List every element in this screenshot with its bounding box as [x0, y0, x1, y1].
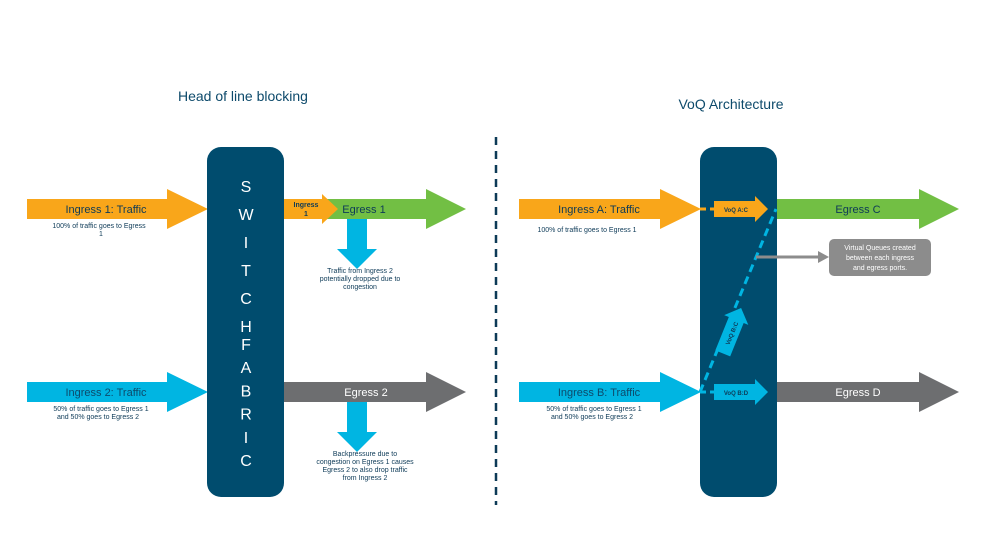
drop-note-line2: potentially dropped due to: [320, 276, 401, 283]
voq-bc-arrow: [715, 307, 749, 357]
ingress-1-note-line1: 100% of traffic goes to Egress: [52, 223, 146, 230]
ingress-b-note-line2: and 50% goes to Egress 2: [551, 414, 633, 421]
ingress-1-queue-arrow: [284, 194, 338, 224]
egress-2-arrow: [284, 372, 466, 412]
ingress-2-label: Ingress 2: Traffic: [65, 387, 147, 399]
drop-note-line1: Traffic from Ingress 2: [327, 268, 393, 275]
fabric-letter-b: B: [241, 383, 252, 400]
left-title: Head of line blocking: [178, 88, 308, 104]
switch-letter-i: I: [244, 235, 248, 252]
callout-box: [829, 239, 931, 276]
ingress-b-arrow: [519, 372, 701, 412]
voq-bd-label: VoQ B:D: [724, 391, 749, 397]
ingress-a-label: Ingress A: Traffic: [558, 204, 640, 216]
right-title: VoQ Architecture: [678, 96, 783, 112]
egress-1-arrow: [284, 189, 466, 229]
egress-1-label: Egress 1: [342, 204, 385, 216]
switch-letter-w: W: [238, 207, 254, 224]
ingress-1-arrow: [27, 189, 208, 229]
callout-pointer-head: [818, 251, 829, 263]
egress-c-arrow: [777, 189, 959, 229]
ingress-2-note-line1: 50% of traffic goes to Egress 1: [53, 406, 148, 413]
voq-ac-label: VoQ A:C: [724, 208, 749, 214]
switch-letter-s: S: [241, 179, 252, 196]
switch-letter-h: H: [240, 319, 252, 336]
backpressure-note-line3: Egress 2 to also drop traffic: [322, 467, 408, 474]
voq-bc-arrow-group: VoQ B:C: [715, 307, 749, 357]
switch-fabric-box: [207, 147, 284, 497]
callout-line3: and egress ports.: [853, 265, 907, 272]
ingress-1-label: Ingress 1: Traffic: [65, 204, 147, 216]
backpressure-note-line2: congestion on Egress 1 causes: [316, 459, 414, 466]
drop-note-line3: congestion: [343, 284, 377, 291]
callout-line1: Virtual Queues created: [844, 245, 916, 252]
callout-line2: between each ingress: [846, 255, 915, 262]
fabric-letter-c: C: [240, 453, 252, 470]
fabric-letter-i: I: [244, 430, 248, 447]
backpressure-note-line4: from Ingress 2: [343, 475, 388, 482]
fabric-letter-f: F: [241, 337, 251, 354]
ingress-a-note: 100% of traffic goes to Egress 1: [537, 227, 636, 234]
fabric-letter-r: R: [240, 407, 252, 424]
egress-d-arrow: [777, 372, 959, 412]
fabric-letter-a: A: [241, 360, 252, 377]
ingress-a-arrow: [519, 189, 701, 229]
egress-2-label: Egress 2: [344, 387, 387, 399]
switch-letter-t: T: [241, 263, 251, 280]
voq-bd-arrow: [714, 379, 768, 405]
egress-c-label: Egress C: [835, 204, 880, 216]
ingress-b-note-line1: 50% of traffic goes to Egress 1: [546, 406, 641, 413]
egress-d-label: Egress D: [835, 387, 880, 399]
drop-down-arrow: [337, 219, 377, 269]
ingress-1-note-line2: 1: [99, 231, 103, 238]
switch-letter-c: C: [240, 291, 252, 308]
ingress-2-arrow: [27, 372, 208, 412]
ingress-1-queue-label-line2: 1: [304, 211, 308, 218]
voq-ac-arrow: [714, 196, 768, 222]
backpressure-down-arrow: [337, 402, 377, 452]
backpressure-note-line1: Backpressure due to: [333, 451, 397, 458]
ingress-b-label: Ingress B: Traffic: [558, 387, 641, 399]
voq-bc-dashed-line: [698, 208, 778, 393]
ingress-1-queue-label-line1: Ingress: [294, 202, 319, 209]
ingress-2-note-line2: and 50% goes to Egress 2: [57, 414, 139, 421]
